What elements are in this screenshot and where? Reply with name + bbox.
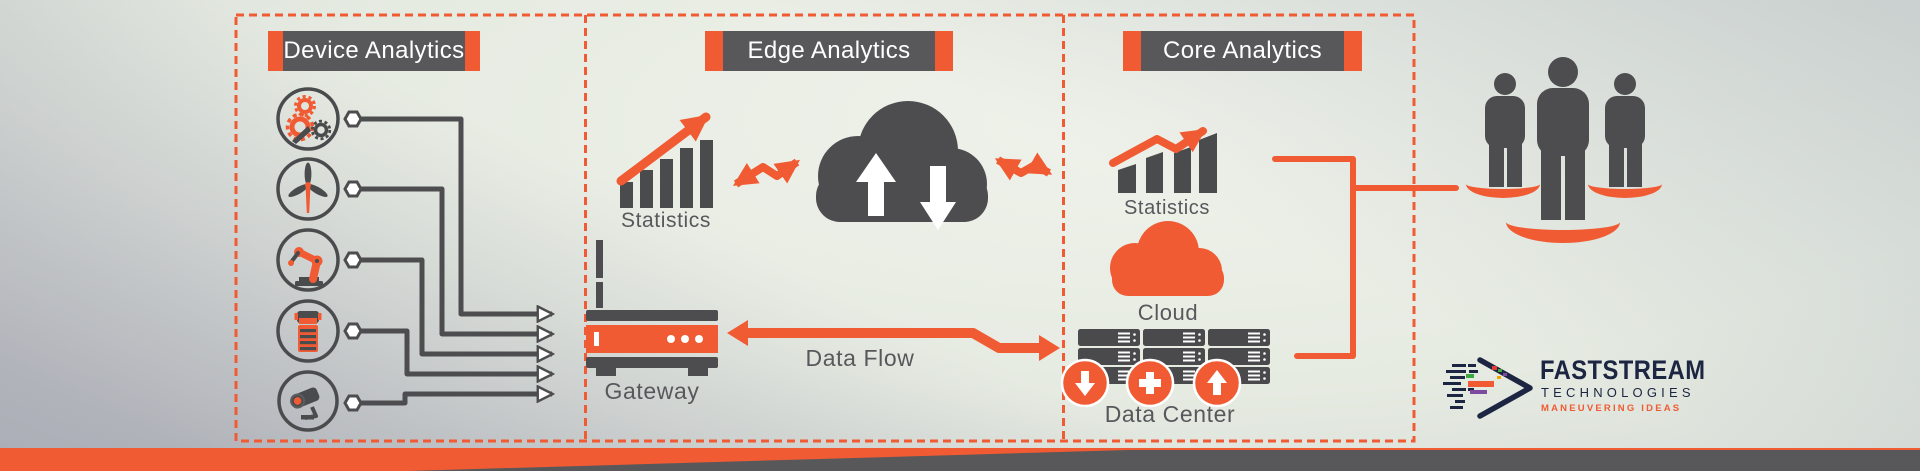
gears-icon bbox=[285, 95, 332, 144]
bottom-stripe-wedge bbox=[408, 450, 1920, 471]
sync-zigzag-arrow-icon-2 bbox=[994, 152, 1053, 181]
device-icon-column bbox=[276, 87, 552, 432]
edge-statistics-label: Statistics bbox=[620, 209, 712, 232]
core-analytics-title-bar: Core Analytics bbox=[1123, 31, 1362, 71]
data-center-label: Data Center bbox=[1104, 401, 1236, 427]
logo-confetti bbox=[1492, 366, 1507, 379]
upload-circle-icon bbox=[1192, 358, 1242, 408]
analytics-dashed-frame bbox=[234, 13, 1416, 443]
core-analytics-title: Core Analytics bbox=[1141, 31, 1344, 71]
bar-chart-rise-icon bbox=[616, 112, 713, 208]
truck-icon bbox=[294, 311, 322, 352]
bottom-stripe bbox=[0, 448, 1920, 471]
gateway-label: Gateway bbox=[604, 378, 700, 404]
cctv-camera-icon bbox=[290, 387, 320, 420]
device-analytics-title: Device Analytics bbox=[283, 31, 465, 71]
download-circle-icon bbox=[1060, 358, 1110, 408]
title-accent-right bbox=[935, 31, 953, 71]
title-accent-left bbox=[705, 31, 723, 71]
logo-brand-text: FASTSTREAM bbox=[1540, 355, 1706, 385]
title-accent-left bbox=[1123, 31, 1141, 71]
user-figure-left bbox=[1485, 73, 1525, 187]
core-to-users-connector bbox=[1272, 156, 1459, 359]
data-flow-label: Data Flow bbox=[805, 345, 915, 371]
upload-arrow bbox=[856, 153, 896, 182]
connector-dots bbox=[343, 110, 363, 412]
edge-analytics-title-bar: Edge Analytics bbox=[705, 31, 953, 71]
cloud-icon bbox=[1110, 221, 1224, 296]
wind-turbine-icon bbox=[288, 162, 328, 213]
title-accent-right bbox=[464, 31, 480, 71]
download-arrow bbox=[920, 202, 956, 230]
user-ring-right bbox=[1588, 184, 1662, 198]
device-to-gateway-lines bbox=[361, 116, 552, 406]
gateway-router-icon bbox=[586, 240, 718, 376]
user-ring-left bbox=[1466, 184, 1540, 198]
edge-analytics-title: Edge Analytics bbox=[723, 31, 935, 71]
title-accent-left bbox=[268, 31, 284, 71]
user-ring-center bbox=[1506, 222, 1620, 243]
logo-tagline-text: MANEUVERING IDEAS bbox=[1541, 403, 1682, 414]
users-group-icon bbox=[1466, 57, 1662, 243]
robot-arm-icon bbox=[288, 247, 323, 286]
faststream-logo-icon bbox=[1443, 357, 1533, 419]
plus-circle-icon bbox=[1125, 358, 1175, 408]
bar-chart-trend-icon bbox=[1109, 127, 1217, 193]
sync-zigzag-arrow-icon bbox=[732, 158, 800, 188]
device-analytics-title-bar: Device Analytics bbox=[268, 31, 480, 71]
cloud-upload-download-icon bbox=[816, 101, 988, 230]
core-statistics-label: Statistics bbox=[1123, 197, 1211, 219]
user-figure-right bbox=[1605, 73, 1645, 187]
cloud-label: Cloud bbox=[1137, 300, 1199, 325]
logo-technologies-text: TECHNOLOGIES bbox=[1541, 385, 1695, 400]
user-figure-center bbox=[1537, 57, 1589, 220]
data-flow-arrow-icon bbox=[727, 320, 1060, 361]
title-accent-right bbox=[1344, 31, 1362, 71]
